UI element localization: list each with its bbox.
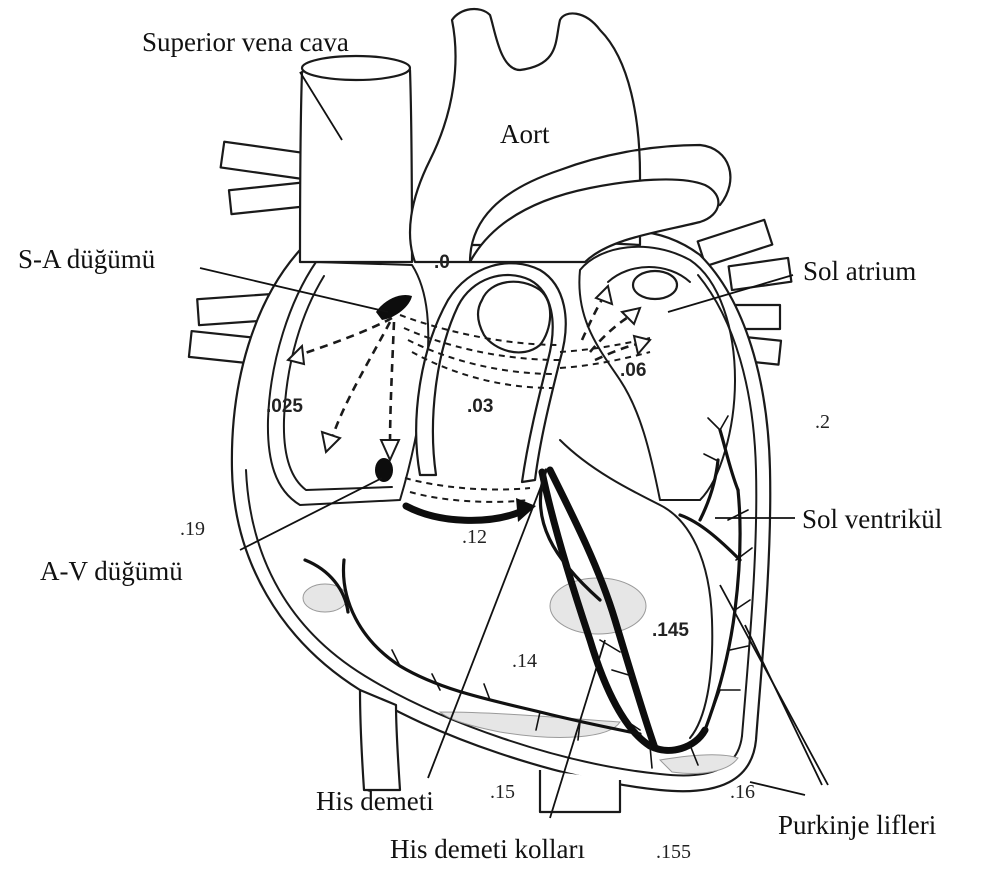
time-025: .025 <box>266 396 303 417</box>
time-03: .03 <box>467 396 493 417</box>
av-node <box>375 458 393 482</box>
label-aort: Aort <box>500 119 550 149</box>
time-19: .19 <box>180 518 205 540</box>
time-155: .155 <box>656 841 691 863</box>
label-his-demeti-kollari: His demeti kolları <box>390 834 585 864</box>
label-sol-ventrikul: Sol ventrikül <box>802 504 942 534</box>
superior-vena-cava <box>300 61 412 262</box>
time-12: .12 <box>462 526 487 548</box>
label-sa-node: S-A düğümü <box>18 244 156 274</box>
time-0: .0 <box>434 252 450 273</box>
time-145: .145 <box>652 620 689 641</box>
time-14: .14 <box>512 650 537 672</box>
label-sol-atrium: Sol atrium <box>803 256 916 286</box>
his-bundle-highlight <box>550 578 646 634</box>
time-06: .06 <box>620 360 646 381</box>
time-15: .15 <box>490 781 515 803</box>
label-purkinje-lifleri: Purkinje lifleri <box>778 810 936 840</box>
label-his-demeti: His demeti <box>316 786 434 816</box>
time-2: .2 <box>815 411 830 433</box>
label-av-node: A-V düğümü <box>40 556 183 586</box>
time-16: .16 <box>730 781 755 803</box>
label-superior-vena-cava: Superior vena cava <box>142 27 349 57</box>
